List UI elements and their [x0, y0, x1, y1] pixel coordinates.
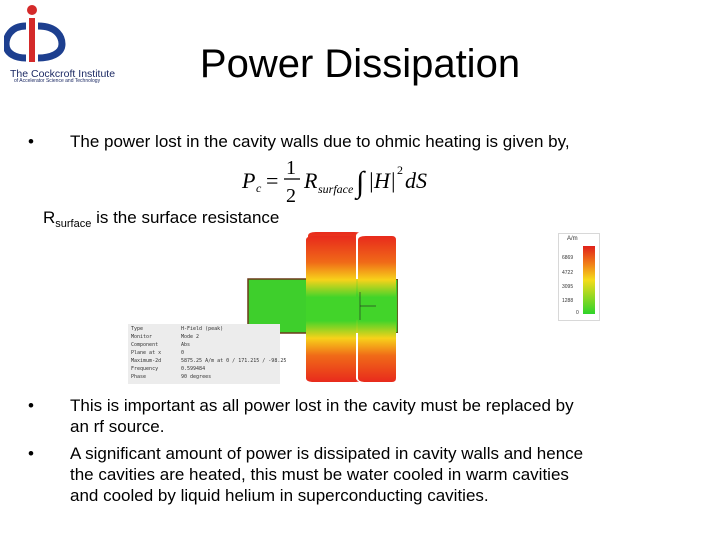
formula-ds: dS	[405, 168, 427, 193]
svg-text:∫: ∫	[354, 166, 366, 201]
info-row: Maximum-2d 5875.25 A/m at 0 / 171.215 / -…	[131, 358, 286, 364]
surface-resistance-text: Rsurface is the surface resistance	[43, 208, 279, 230]
info-value: 90 degrees	[181, 374, 212, 380]
info-row: Type H-Field (peak)	[131, 326, 223, 332]
h-field-simulation-image	[246, 232, 398, 382]
info-row: Phase 90 degrees	[131, 374, 211, 380]
formula-abs-h: |H|	[368, 168, 396, 193]
info-label: Plane at x	[131, 350, 162, 356]
info-label: Phase	[131, 374, 147, 380]
legend-color-bar	[583, 246, 595, 314]
cockcroft-logo: The Cockcroft Institute of Accelerator S…	[2, 4, 134, 84]
info-label: Component	[131, 342, 159, 348]
bullet-marker: •	[28, 396, 34, 415]
formula-r-sub: surface	[318, 182, 354, 196]
bullet-text-2-line-2: an rf source.	[70, 417, 165, 436]
info-label: Frequency	[131, 366, 159, 372]
slide-title: Power Dissipation	[0, 42, 720, 87]
legend-tick-2: 4722	[562, 270, 574, 276]
legend-unit: A/m	[567, 236, 578, 242]
svg-text:=: =	[266, 168, 278, 193]
formula-denominator: 2	[286, 185, 296, 207]
legend-tick-5: 0	[576, 310, 579, 316]
bullet-text-3-line-2: the cavities are heated, this must be wa…	[70, 465, 569, 484]
info-value: H-Field (peak)	[181, 326, 224, 332]
info-label: Maximum-2d	[131, 358, 162, 364]
power-formula: P c = 1 2 R surface ∫ |H| 2 dS	[241, 157, 427, 207]
bullet-text-1: The power lost in the cavity walls due t…	[70, 132, 570, 151]
formula-sup: 2	[397, 163, 403, 177]
info-row: Component Abs	[131, 342, 190, 348]
legend-tick-1: 6869	[562, 255, 574, 261]
rs-text: is the surface resistance	[91, 208, 280, 227]
info-value: 0	[181, 350, 185, 356]
info-label: Type	[131, 326, 144, 332]
formula-p: P	[241, 168, 255, 193]
rs-sub: surface	[55, 218, 92, 230]
info-value: Abs	[181, 342, 191, 348]
bullet-marker: •	[28, 132, 34, 151]
info-value: 0.599484	[181, 366, 206, 372]
bullet-marker: •	[28, 444, 34, 463]
formula-numerator: 1	[286, 157, 296, 179]
legend-tick-3: 3095	[562, 284, 574, 290]
info-label: Monitor	[131, 334, 153, 340]
info-row: Frequency 0.599484	[131, 366, 205, 372]
rs-r: R	[43, 208, 56, 227]
simulation-info-panel: Type H-Field (peak) Monitor Mode 2 Compone…	[128, 324, 286, 384]
bullet-text-2-line-1: This is important as all power lost in t…	[70, 396, 574, 415]
logo-name: The Cockcroft Institute	[10, 68, 116, 80]
slide-title-text: Power Dissipation	[199, 42, 521, 86]
formula-p-sub: c	[256, 181, 262, 195]
cockcroft-logo-icon	[2, 5, 66, 62]
bullet-text-3-line-3: and cooled by liquid helium in supercond…	[70, 486, 489, 505]
bullet-text-3-line-1: A significant amount of power is dissipa…	[70, 444, 584, 463]
legend-tick-4: 1288	[562, 298, 574, 304]
logo-subtitle: of Accelerator Science and Technology	[14, 78, 101, 84]
formula-r: R	[303, 168, 318, 193]
info-row: Plane at x 0	[131, 350, 184, 356]
info-value: Mode 2	[181, 334, 200, 340]
info-value: 5875.25 A/m at 0 / 171.215 / -98.25	[181, 358, 287, 364]
info-row: Monitor Mode 2	[131, 334, 199, 340]
field-legend: A/m 6869 4722 3095 1288 0	[558, 233, 600, 321]
